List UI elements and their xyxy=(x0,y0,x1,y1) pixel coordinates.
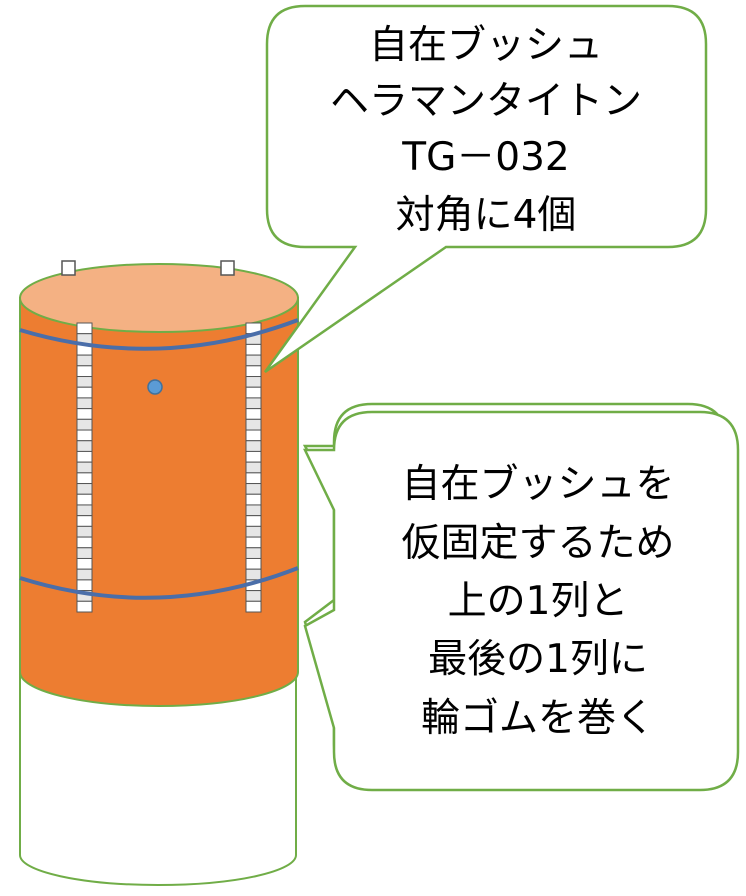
bushing-segment xyxy=(245,536,262,549)
bushing-segment xyxy=(245,515,262,527)
cylinder-top xyxy=(19,263,299,333)
bushing-segment xyxy=(76,483,93,495)
callout-top-bubble xyxy=(263,4,708,374)
bushing-segment xyxy=(76,547,93,559)
bushing-segment xyxy=(76,397,93,410)
marker-dot xyxy=(147,379,163,395)
bushing-segment xyxy=(245,590,262,602)
bushing-segment xyxy=(245,568,262,581)
bushing-segment xyxy=(76,557,93,570)
bushing-segment xyxy=(76,525,93,538)
bushing-segment xyxy=(245,525,262,538)
bushing-segment xyxy=(76,536,93,549)
callout-right-line-5: 輪ゴムを巻く xyxy=(421,696,655,741)
rubber-band-top xyxy=(19,318,299,351)
bushing-segment xyxy=(245,557,262,570)
callout-right-line-2: 仮固定するため xyxy=(401,521,674,566)
bushing-segment xyxy=(245,504,262,517)
bushing-segment xyxy=(76,354,93,367)
bushing-segment xyxy=(245,386,262,399)
bushing-segment xyxy=(245,483,262,495)
bushing-segment xyxy=(76,429,93,442)
bushing-segment xyxy=(76,515,93,527)
bushing-segment xyxy=(245,418,262,431)
bushing-segment xyxy=(245,493,262,506)
bushing-segment xyxy=(76,440,93,452)
bushing-segment xyxy=(245,472,262,485)
bushing-segment xyxy=(76,322,93,335)
callout-top-line-4: 対角に4個 xyxy=(396,193,577,238)
callout-right-line-3: 上の1列と xyxy=(448,579,629,624)
bushing-segment xyxy=(245,547,262,559)
bushing-segment xyxy=(245,354,262,367)
callout-right-line-4: 最後の1列に xyxy=(428,637,648,682)
bushing-segment xyxy=(76,504,93,517)
callout-top-line-2: ヘラマンタイトン xyxy=(330,79,642,124)
bushing-segment xyxy=(245,429,262,442)
bushing-segment xyxy=(245,408,262,420)
callout-right-bubble xyxy=(303,410,740,792)
bushing-segment xyxy=(245,600,262,613)
bushing-segment xyxy=(245,365,262,378)
bushing-segment xyxy=(76,365,93,378)
callout-top-line-3: TG－032 xyxy=(401,135,569,180)
inner-pipe-body xyxy=(19,659,297,886)
bushing-stub-left xyxy=(61,260,76,276)
callout-right-line-1: 自在ブッシュを xyxy=(401,462,674,507)
bushing-strip-right xyxy=(245,322,262,613)
bushing-segment xyxy=(245,450,262,463)
bushing-segment xyxy=(245,461,262,474)
bushing-segment xyxy=(76,600,93,613)
bushing-segment xyxy=(76,568,93,581)
bushing-segment xyxy=(245,376,262,388)
bushing-stub-right xyxy=(220,260,235,276)
bushing-segment xyxy=(245,343,262,356)
inner-pipe xyxy=(19,659,297,886)
bushing-segment xyxy=(245,440,262,452)
rubber-band-bottom xyxy=(19,566,299,600)
callout-top-line-1: 自在ブッシュ xyxy=(369,23,603,68)
bushing-segment xyxy=(76,493,93,506)
bushing-segment xyxy=(76,461,93,474)
bushing-segment xyxy=(245,397,262,410)
bushing-segment xyxy=(76,472,93,485)
bushing-strip-left xyxy=(76,322,93,613)
bushing-segment xyxy=(76,418,93,431)
bushing-segment xyxy=(76,376,93,388)
bushing-segment xyxy=(76,579,93,592)
bushing-segment xyxy=(76,408,93,420)
bushing-segment xyxy=(76,450,93,463)
bushing-segment xyxy=(76,386,93,399)
